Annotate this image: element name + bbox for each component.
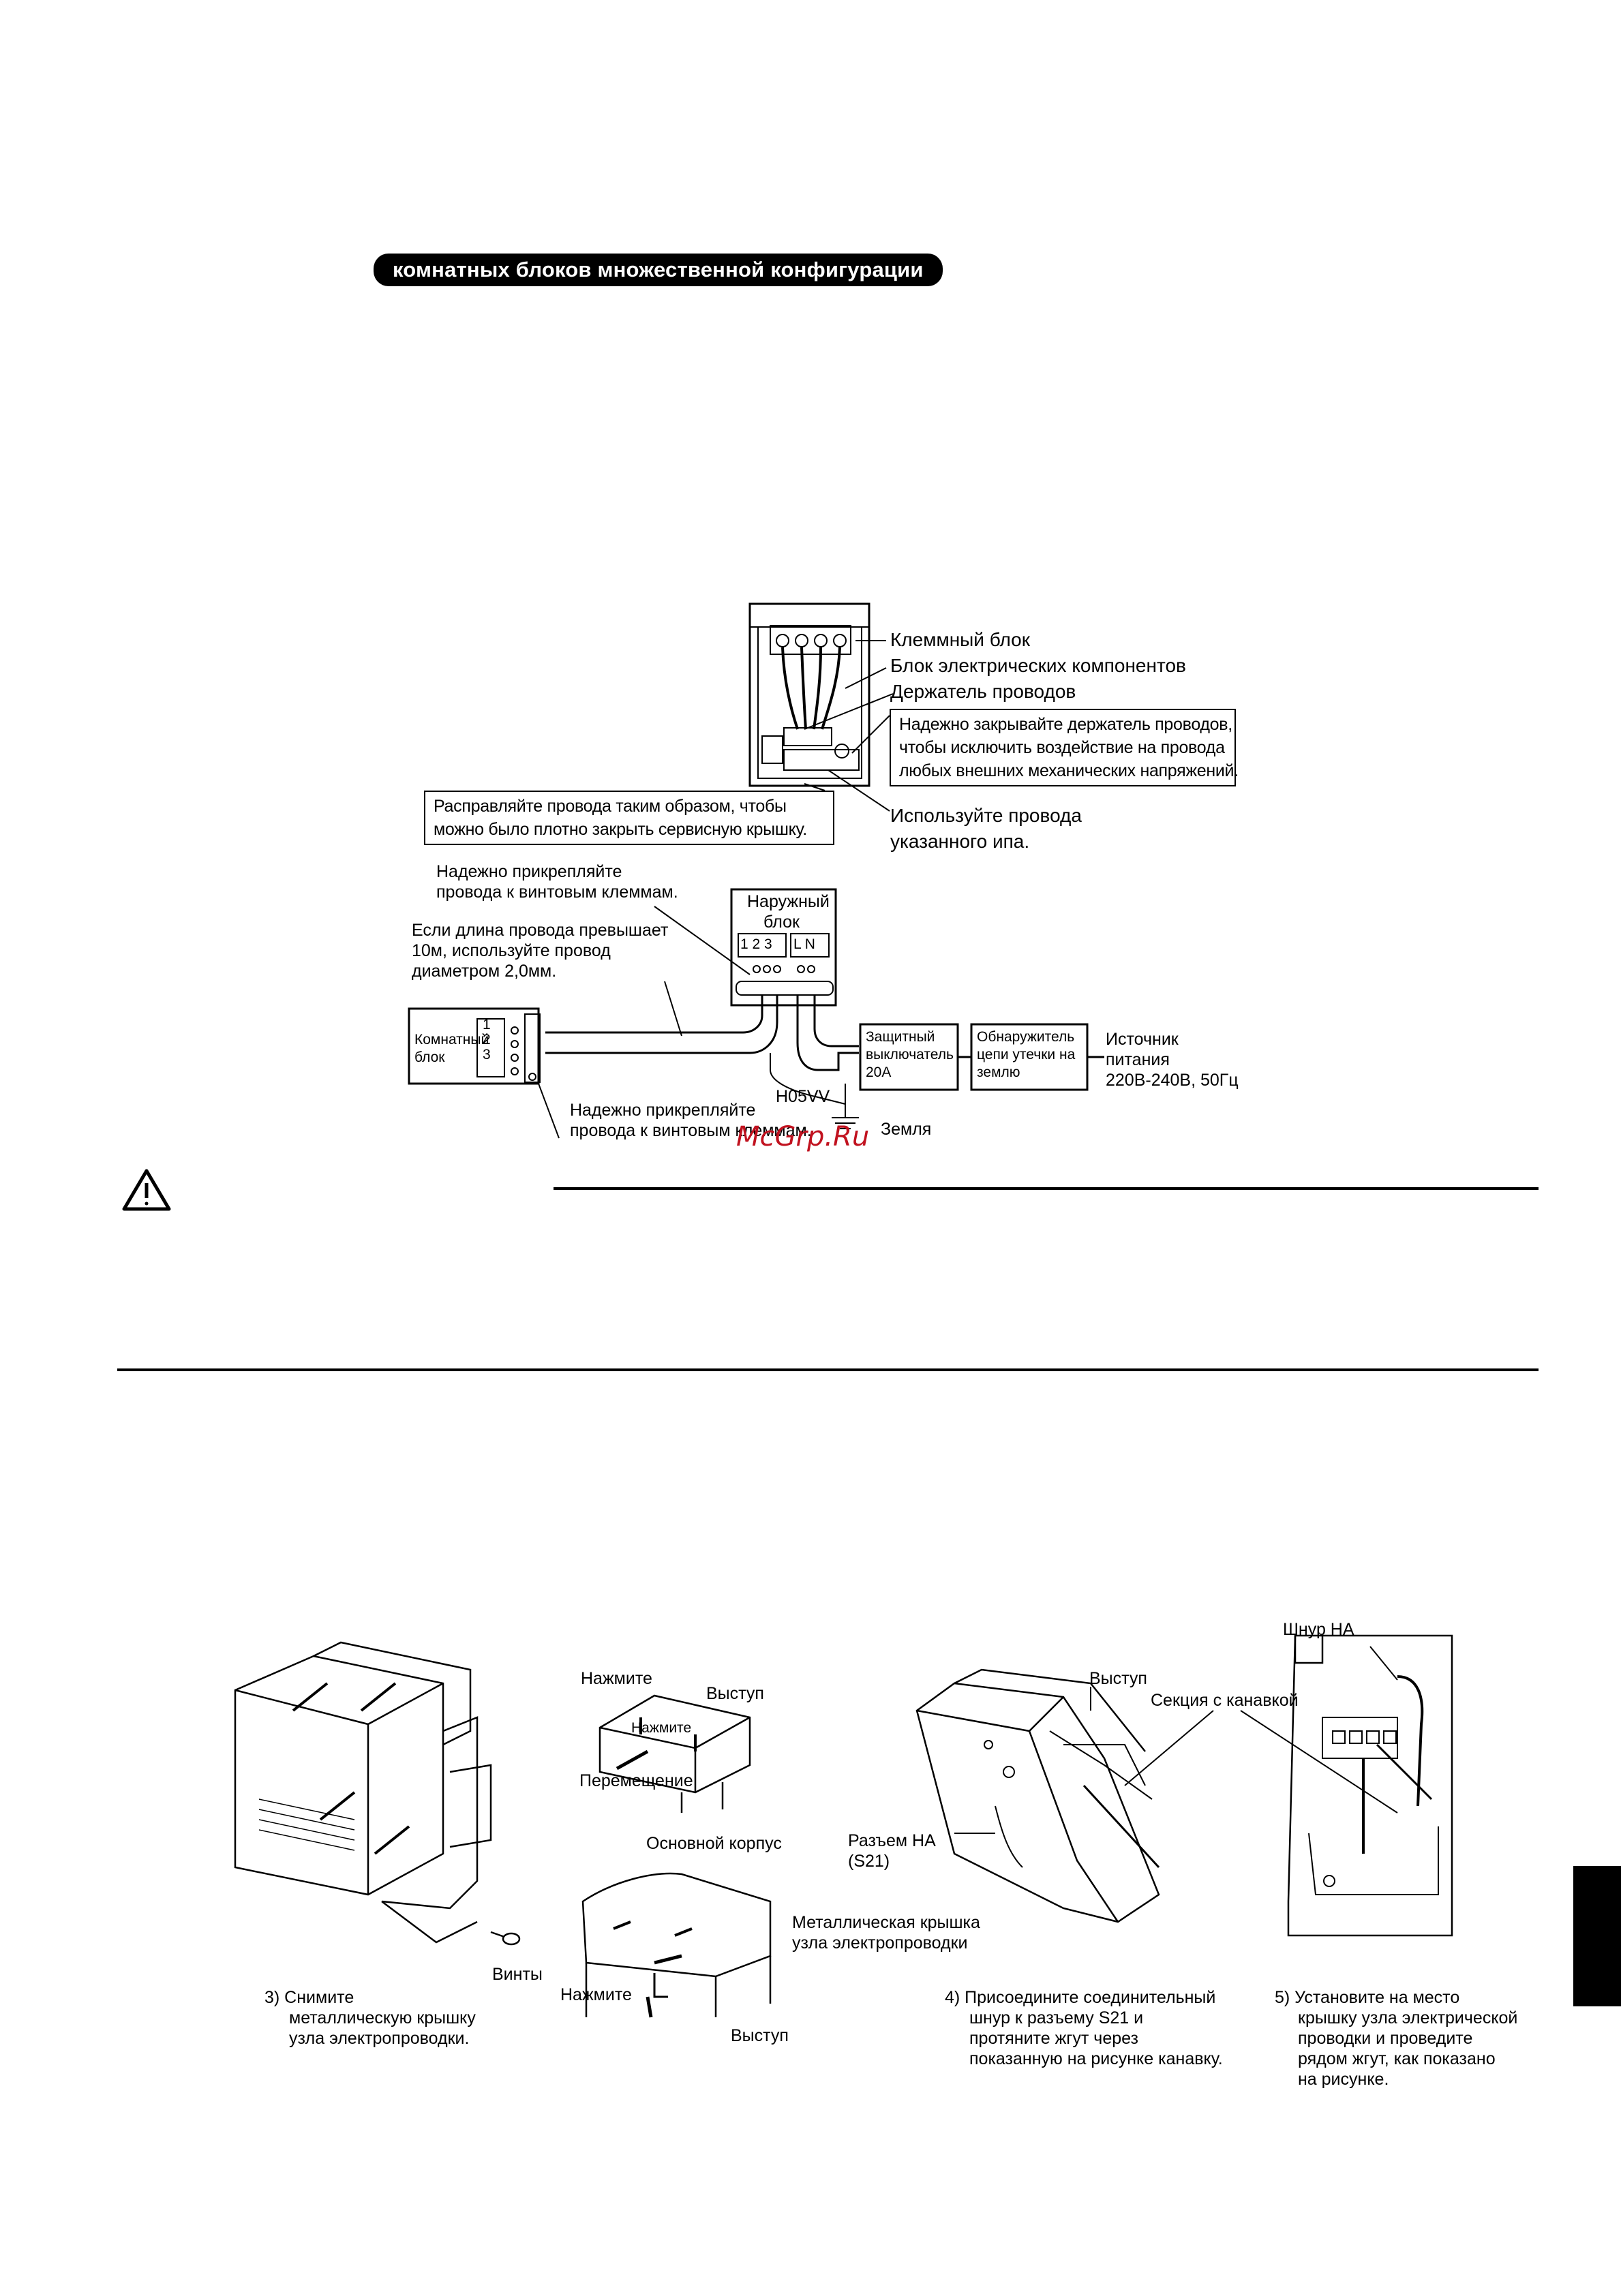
indoor-terminal-3: 3 bbox=[483, 1047, 491, 1062]
note-straighten: Расправляйте провода таким образом, чтоб… bbox=[424, 791, 834, 845]
label-use-wires: указанного ипа. bbox=[890, 831, 1030, 852]
label-main-body: Основной корпус bbox=[646, 1834, 782, 1853]
caption-fig3: узла электропроводки. bbox=[289, 2029, 470, 2048]
label-outdoor-unit: блок bbox=[763, 913, 800, 932]
caption-fig3: металлическую крышку bbox=[289, 2008, 476, 2027]
label-press-small: Нажмите bbox=[631, 1720, 692, 1736]
caption-fig5: проводки и проведите bbox=[1298, 2029, 1473, 2048]
divider-section bbox=[117, 1368, 1539, 1371]
caption-fig4: 4) Присоедините соединительный bbox=[945, 1988, 1216, 2007]
label-ground: Земля bbox=[881, 1120, 932, 1139]
label-breaker: Защитный bbox=[866, 1029, 935, 1045]
label-power-source: 220В-240В, 50Гц bbox=[1106, 1071, 1239, 1090]
label-connector: (S21) bbox=[848, 1852, 890, 1871]
label-metal-cover: Металлическая крышка bbox=[792, 1913, 980, 1932]
label-leak-detector: землю bbox=[977, 1065, 1020, 1080]
label-wire-holder: Держатель проводов bbox=[890, 681, 1076, 702]
note-holder: Надежно закрывайте держатель проводов, ч… bbox=[890, 709, 1239, 786]
label-indoor-unit: Комнатный bbox=[414, 1032, 489, 1047]
label-press: Нажмите bbox=[581, 1669, 652, 1688]
label-power-source: Источник bbox=[1106, 1030, 1179, 1049]
indoor-terminal-2: 2 bbox=[483, 1032, 491, 1047]
figure-press-top-illustration bbox=[599, 1694, 751, 1813]
note-straighten-line: Расправляйте провода таким образом, чтоб… bbox=[434, 797, 787, 816]
label-protrusion-2: Выступ bbox=[731, 2026, 789, 2045]
figure-press-bottom-illustration bbox=[581, 1872, 772, 2018]
label-screws: Винты bbox=[492, 1965, 543, 1984]
caption-fig3: 3) Снимите bbox=[264, 1988, 354, 2007]
label-metal-cover: узла электропроводки bbox=[792, 1933, 968, 1953]
label-electrical-box: Блок электрических компонентов bbox=[890, 655, 1186, 676]
label-length-note: Если длина провода превышает bbox=[412, 921, 669, 940]
label-length-note: 10м, используйте провод bbox=[412, 941, 611, 960]
label-terminal-block: Клеммный блок bbox=[890, 629, 1030, 650]
label-leak-detector: Обнаружитель bbox=[977, 1029, 1075, 1045]
label-fasten-top: провода к винтовым клеммам. bbox=[436, 883, 678, 902]
outdoor-terminals-ln: L N bbox=[793, 936, 815, 952]
note-holder-line: Надежно закрывайте держатель проводов, bbox=[899, 715, 1232, 734]
label-leak-detector: цепи утечки на bbox=[977, 1047, 1076, 1062]
electrical-box-illustration bbox=[748, 602, 870, 787]
label-protrusion-fig4: Выступ bbox=[1089, 1669, 1147, 1688]
outdoor-terminals-123: 1 2 3 bbox=[740, 936, 772, 952]
caption-fig4: показанную на рисунке канавку. bbox=[969, 2049, 1223, 2068]
label-groove-section: Секция с канавкой bbox=[1151, 1691, 1299, 1710]
watermark: McGrp.Ru bbox=[736, 1121, 870, 1152]
label-indoor-unit: блок bbox=[414, 1050, 445, 1065]
note-holder-line: любых внешних механических напряжений. bbox=[899, 761, 1239, 780]
indoor-terminal-1: 1 bbox=[483, 1017, 491, 1032]
label-breaker: 20А bbox=[866, 1065, 892, 1080]
label-connector: Разъем НА bbox=[848, 1831, 936, 1850]
section-tab bbox=[1573, 1866, 1621, 2006]
label-outdoor-unit: Наружный bbox=[747, 892, 830, 911]
label-length-note: диаметром 2,0мм. bbox=[412, 962, 557, 981]
label-power-source: питания bbox=[1106, 1050, 1170, 1069]
caption-fig4: шнур к разъему S21 и bbox=[969, 2008, 1144, 2027]
caption-fig5: 5) Установите на место bbox=[1275, 1988, 1460, 2007]
figure-3-illustration bbox=[234, 1641, 521, 1946]
note-straighten-line: можно было плотно закрыть сервисную крыш… bbox=[434, 820, 807, 839]
label-fasten-top: Надежно прикрепляйте bbox=[436, 862, 622, 881]
label-cord: Шнур НА bbox=[1283, 1620, 1354, 1639]
caption-fig4: протяните жгут через bbox=[969, 2029, 1138, 2048]
note-holder-line: чтобы исключить воздействие на провода bbox=[899, 738, 1225, 757]
label-movement: Перемещение bbox=[579, 1771, 693, 1790]
label-breaker: выключатель bbox=[866, 1047, 954, 1062]
caption-fig5: на рисунке. bbox=[1298, 2070, 1389, 2089]
label-press-2: Нажмите bbox=[560, 1985, 632, 2004]
label-protrusion: Выступ bbox=[706, 1684, 764, 1703]
figure-4-illustration bbox=[915, 1668, 1160, 1923]
label-cable-type: H05VV bbox=[776, 1087, 830, 1106]
label-use-wires: Используйте провода bbox=[890, 805, 1082, 826]
caption-fig5: крышку узла электрической bbox=[1298, 2008, 1518, 2027]
caption-fig5: рядом жгут, как показано bbox=[1298, 2049, 1496, 2068]
label-fasten-bottom: Надежно прикрепляйте bbox=[570, 1101, 756, 1120]
section-title: комнатных блоков множественной конфигура… bbox=[374, 254, 943, 286]
figure-5-illustration bbox=[1287, 1634, 1453, 1937]
divider-warning bbox=[554, 1187, 1539, 1190]
label-fasten-bottom: провода к винтовым клеммам. bbox=[570, 1121, 812, 1140]
